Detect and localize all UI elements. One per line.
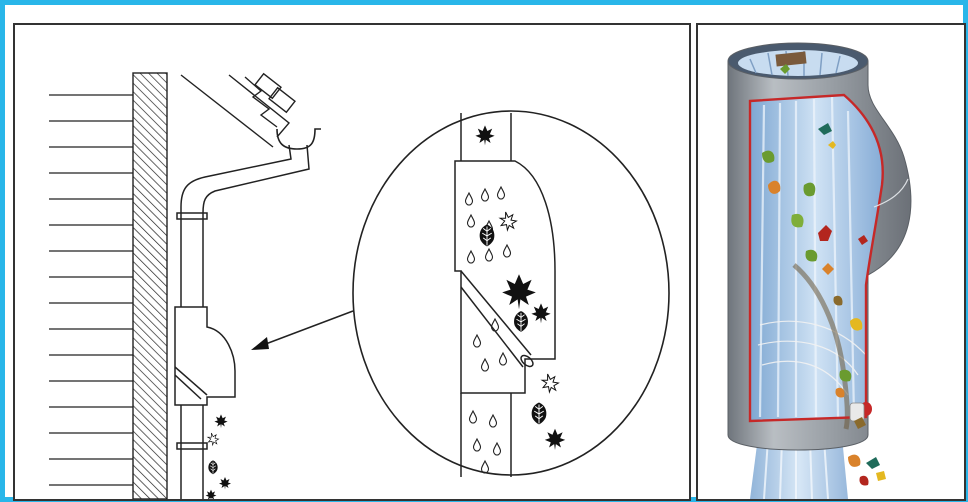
3d-rendering-panel	[696, 23, 966, 501]
downpipe-line-drawing	[49, 72, 670, 499]
wall-siding	[49, 94, 133, 486]
downpipe	[174, 144, 310, 499]
roof-eaves	[180, 72, 296, 148]
magnified-pipe	[454, 113, 556, 477]
cutaway-outline	[748, 93, 884, 423]
wall-section	[132, 72, 168, 499]
water-outflow	[750, 437, 848, 499]
arrow-icon	[251, 310, 354, 350]
separator-body	[727, 42, 912, 451]
falling-leaves	[205, 414, 231, 499]
leaf-icons-colored	[762, 64, 886, 486]
leaf-separator-3d-illustration	[727, 42, 912, 499]
gutter	[276, 128, 321, 150]
line-drawing-panel	[13, 23, 691, 501]
